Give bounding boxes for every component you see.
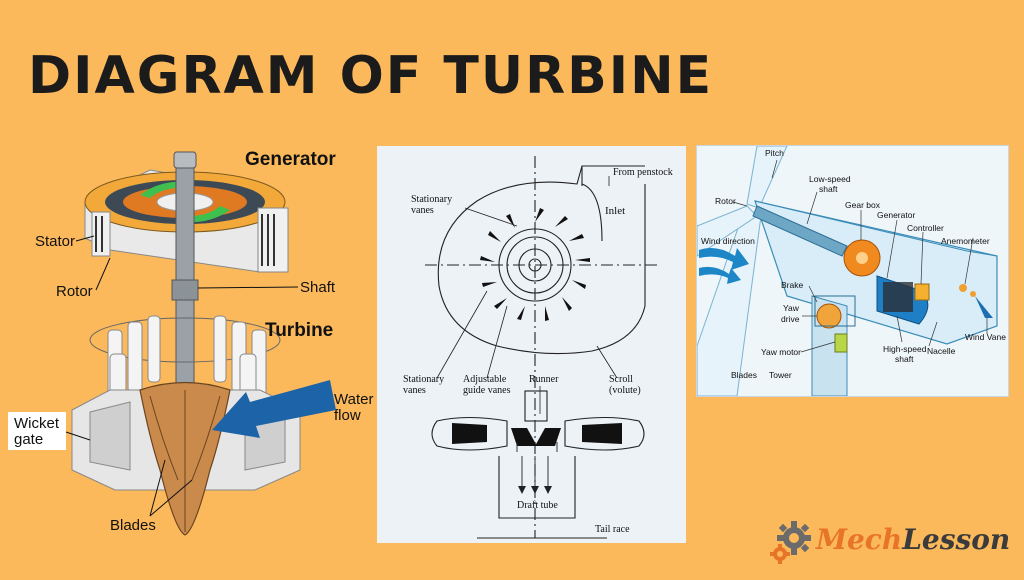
label-pitch: Pitch [765,148,784,158]
blade-top [746,145,788,209]
anemometer [959,284,967,292]
label-yaw-drive-2: drive [781,314,800,324]
controller [914,283,930,301]
label-scroll-1: Scroll [609,374,633,385]
label-wind-direction: Wind direction [701,236,755,246]
label-stationary-vanes-bottom-2: vanes [403,385,426,396]
label-wicket-2: gate [14,431,43,448]
label-adjustable-2: guide vanes [463,385,511,396]
label-high-speed-2: shaft [895,354,914,364]
label-blades: Blades [110,517,156,534]
label-gear-box: Gear box [845,200,881,210]
wind-arrow [699,248,749,270]
label-blades: Blades [731,370,757,380]
label-yaw-motor: Yaw motor [761,347,801,357]
francis-turbine-schematic: From penstock Inlet Stationary vanes Sta… [377,146,686,543]
label-tail-race: Tail race [595,524,630,535]
label-adjustable-1: Adjustable [463,374,507,385]
water-flow-arrow [212,380,336,438]
label-low-speed-1: Low-speed [809,174,851,184]
label-shaft: Shaft [300,279,336,296]
label-tower: Tower [769,370,792,380]
guide-vanes [480,208,590,321]
mechlesson-logo: MechLesson [768,518,1018,568]
label-generator: Generator [245,149,336,170]
scroll-casing [437,165,646,355]
label-scroll-2: (volute) [609,385,641,396]
yaw-motor [834,333,848,353]
label-anemometer: Anemometer [941,236,990,246]
wind-vane [975,296,993,318]
label-stationary-vanes-bottom-1: Stationary [403,374,444,385]
label-yaw-drive-1: Yaw [783,303,800,313]
label-nacelle: Nacelle [927,346,956,356]
brand-part2: Lesson [902,523,1011,556]
label-turbine: Turbine [265,320,333,341]
label-runner: Runner [529,374,559,385]
brand-text: MechLesson [816,526,1010,554]
label-stationary-vanes-top-2: vanes [411,205,434,216]
label-draft-tube: Draft tube [517,500,558,511]
wind-turbine-diagram: Pitch Rotor Low-speed shaft Gear box Gen… [696,145,1009,397]
label-controller: Controller [907,223,944,233]
gear-icon [770,521,811,564]
label-low-speed-2: shaft [819,184,838,194]
label-rotor: Rotor [715,196,736,206]
label-water-flow-1: Water [334,391,373,408]
label-high-speed-1: High-speed [883,344,927,354]
page-title: DIAGRAM OF TURBINE [28,46,714,106]
label-rotor: Rotor [56,283,93,300]
label-stationary-vanes-top-1: Stationary [411,194,452,205]
label-generator: Generator [877,210,915,220]
label-inlet: Inlet [605,205,625,217]
brand-part1: Mech [816,523,903,556]
label-stator: Stator [35,233,75,250]
label-wind-vane: Wind Vane [965,332,1006,342]
label-from-penstock: From penstock [613,167,673,178]
label-brake: Brake [781,280,803,290]
hydro-turbine-diagram: Generator Stator Rotor Shaft Turbine Wat… [0,140,380,576]
label-wicket-1: Wicket [14,415,60,432]
label-water-flow-2: flow [334,407,361,424]
yaw-drive [816,303,842,329]
